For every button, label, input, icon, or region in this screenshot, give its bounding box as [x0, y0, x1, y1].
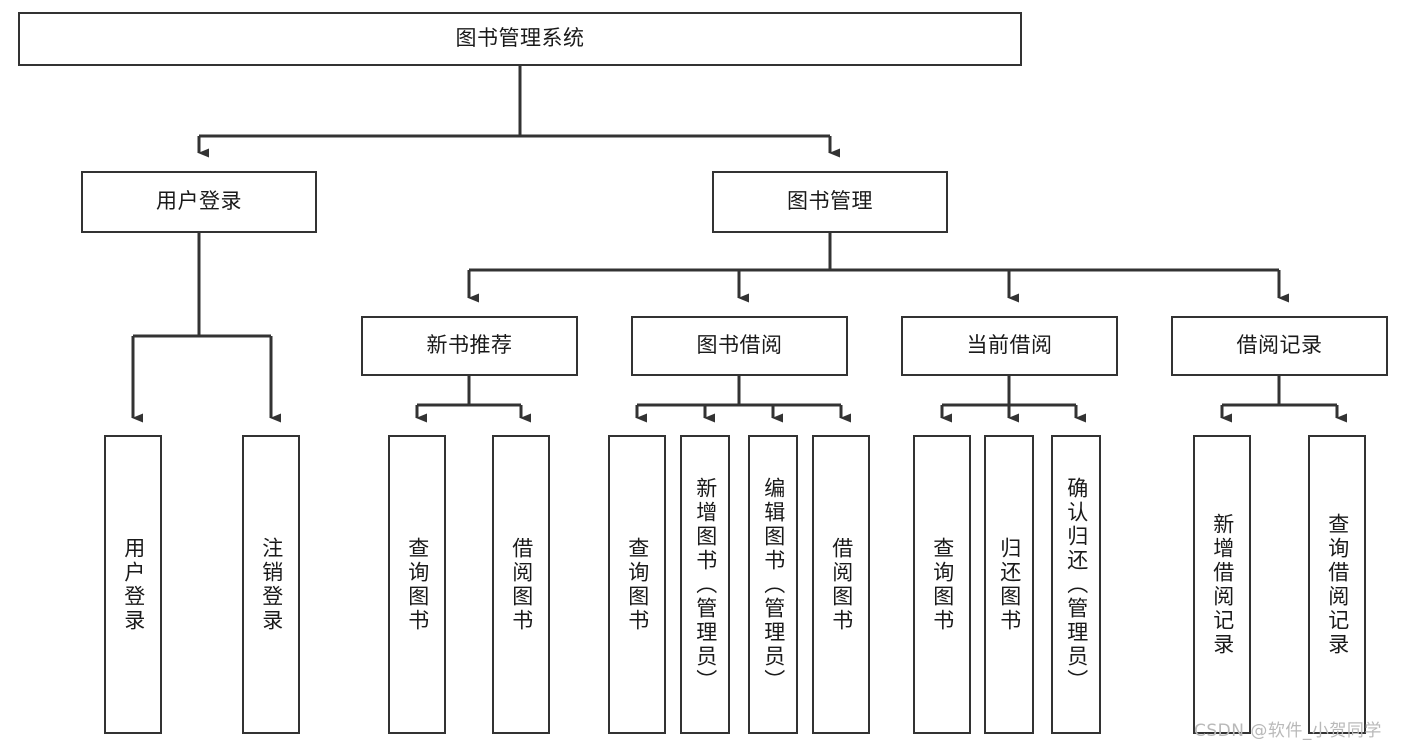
leaf-current-return-book[interactable]: 归还图书: [984, 435, 1034, 734]
leaf-user-login-logout[interactable]: 注销登录: [242, 435, 300, 734]
node-label: 新增借阅记录: [1210, 512, 1235, 657]
node-label: 图书管理: [787, 189, 873, 214]
leaf-current-confirm-return-admin[interactable]: 确认归还（管理员）: [1051, 435, 1101, 734]
node-label: 图书管理系统: [455, 26, 585, 51]
node-label: 借阅记录: [1236, 333, 1323, 358]
node-borrow-record[interactable]: 借阅记录: [1171, 316, 1388, 376]
node-label: 用户登录: [156, 189, 242, 214]
node-label: 确认归还（管理员）: [1064, 476, 1089, 693]
leaf-borrow-query-book[interactable]: 查询图书: [608, 435, 666, 734]
node-label: 查询图书: [930, 536, 955, 633]
node-label: 查询图书: [405, 536, 430, 633]
leaf-recommend-query-book[interactable]: 查询图书: [388, 435, 446, 734]
node-label: 编辑图书（管理员）: [761, 476, 786, 693]
node-label: 归还图书: [997, 536, 1022, 633]
node-label: 用户登录: [121, 536, 146, 633]
node-user-login[interactable]: 用户登录: [81, 171, 317, 233]
node-label: 新增图书（管理员）: [693, 476, 718, 693]
node-label: 借阅图书: [829, 536, 854, 633]
leaf-borrow-add-book-admin[interactable]: 新增图书（管理员）: [680, 435, 730, 734]
leaf-user-login-login[interactable]: 用户登录: [104, 435, 162, 734]
node-label: 当前借阅: [966, 333, 1053, 358]
node-book-management[interactable]: 图书管理: [712, 171, 948, 233]
leaf-record-add-record[interactable]: 新增借阅记录: [1193, 435, 1251, 734]
node-current-borrow[interactable]: 当前借阅: [901, 316, 1118, 376]
leaf-borrow-edit-book-admin[interactable]: 编辑图书（管理员）: [748, 435, 798, 734]
node-new-book-recommend[interactable]: 新书推荐: [361, 316, 578, 376]
node-book-borrow[interactable]: 图书借阅: [631, 316, 848, 376]
leaf-recommend-borrow-book[interactable]: 借阅图书: [492, 435, 550, 734]
node-label: 借阅图书: [509, 536, 534, 633]
node-root-book-management-system[interactable]: 图书管理系统: [18, 12, 1022, 66]
node-label: 新书推荐: [426, 333, 513, 358]
node-label: 注销登录: [259, 536, 284, 633]
node-label: 图书借阅: [696, 333, 783, 358]
leaf-borrow-borrow-book[interactable]: 借阅图书: [812, 435, 870, 734]
leaf-current-query-book[interactable]: 查询图书: [913, 435, 971, 734]
node-label: 查询借阅记录: [1325, 512, 1350, 657]
leaf-record-query-record[interactable]: 查询借阅记录: [1308, 435, 1366, 734]
node-label: 查询图书: [625, 536, 650, 633]
